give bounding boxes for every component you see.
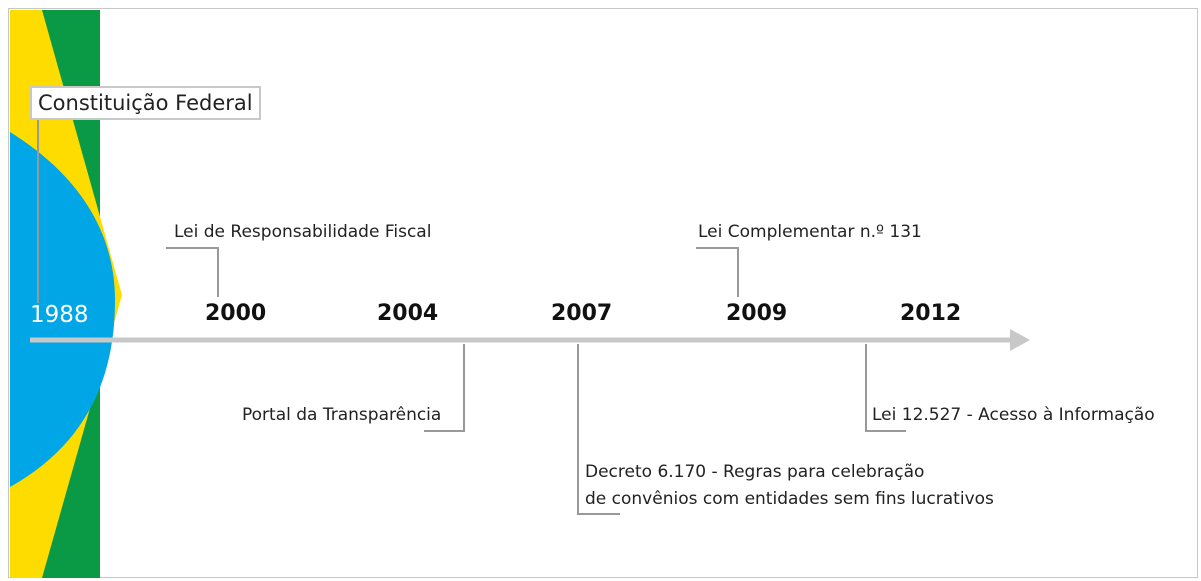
event-label-1988: Constituição Federal [30,86,261,120]
connector-2009 [696,247,739,297]
year-label-1988: 1988 [30,302,89,328]
year-label-2012: 2012 [900,301,962,326]
connector-2000 [166,247,219,297]
diagram-frame [8,8,1198,578]
event-label-2000: Lei de Responsabilidade Fiscal [174,222,432,242]
event-label-2007-line2: de convênios com entidades sem fins lucr… [585,489,994,509]
connector-2007 [577,344,620,515]
year-label-2004: 2004 [377,301,439,326]
event-label-2004: Portal da Transparência [242,405,442,425]
event-label-2012: Lei 12.527 - Acesso à Informação [872,405,1155,425]
connector-2004 [424,344,465,432]
flag-blue-globe [10,132,115,487]
year-label-2000: 2000 [205,301,267,326]
connector-2012 [865,344,906,432]
event-label-2009: Lei Complementar n.º 131 [698,222,922,242]
year-label-2009: 2009 [726,301,788,326]
timeline-axis-arrowhead [1010,329,1030,351]
event-label-2007-line1: Decreto 6.170 - Regras para celebração [585,462,925,482]
year-label-2007: 2007 [551,301,613,326]
